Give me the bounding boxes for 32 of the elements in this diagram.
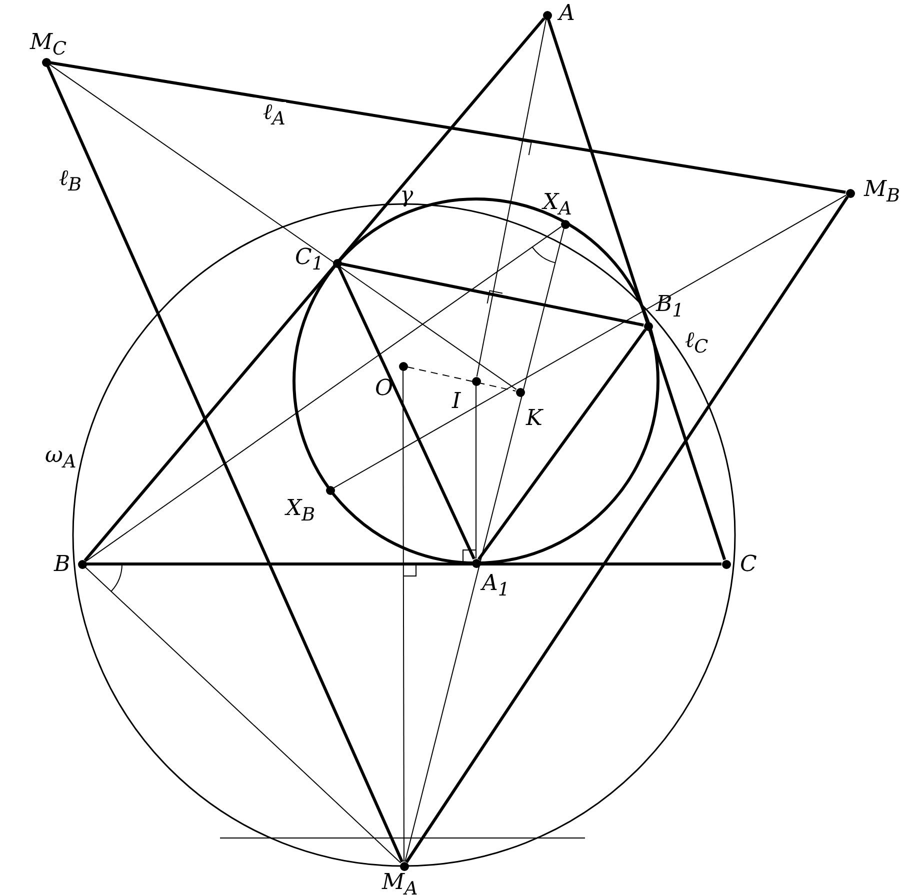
point-label: C$_{1}$ <box>295 247 324 274</box>
point-label: I <box>452 391 461 413</box>
point-label: A <box>559 3 575 25</box>
line-segment <box>333 194 847 488</box>
line-segment <box>338 266 476 560</box>
line-segment <box>85 226 562 562</box>
line-segment <box>49 64 517 390</box>
line-segment <box>46 66 404 862</box>
line-segment <box>84 17 546 562</box>
point-label: O <box>375 378 394 400</box>
line-segment <box>405 196 849 864</box>
line-segment <box>546 18 726 560</box>
line-segment <box>476 18 547 378</box>
point-label: M$_{C}$ <box>30 32 67 59</box>
point-label: X$_{B}$ <box>286 498 316 525</box>
line-segment <box>86 562 722 566</box>
line-segment <box>402 370 404 862</box>
circle-label: ω$_{A}$ <box>45 445 76 472</box>
point-label: C <box>740 554 757 576</box>
point-label: M$_{A}$ <box>382 872 418 895</box>
point-label: X$_{A}$ <box>543 192 572 219</box>
point-label: M$_{B}$ <box>864 179 900 206</box>
point-label: B$_{1}$ <box>656 294 684 321</box>
point-label: A$_{1}$ <box>482 573 510 600</box>
dashed-line <box>406 366 516 392</box>
line-segment <box>50 61 846 194</box>
point-label: K <box>526 408 542 430</box>
line-segment <box>341 262 644 327</box>
point-label: B <box>54 554 70 576</box>
line-segment <box>477 328 647 560</box>
line-segment <box>84 566 402 864</box>
line-segment <box>404 228 564 862</box>
